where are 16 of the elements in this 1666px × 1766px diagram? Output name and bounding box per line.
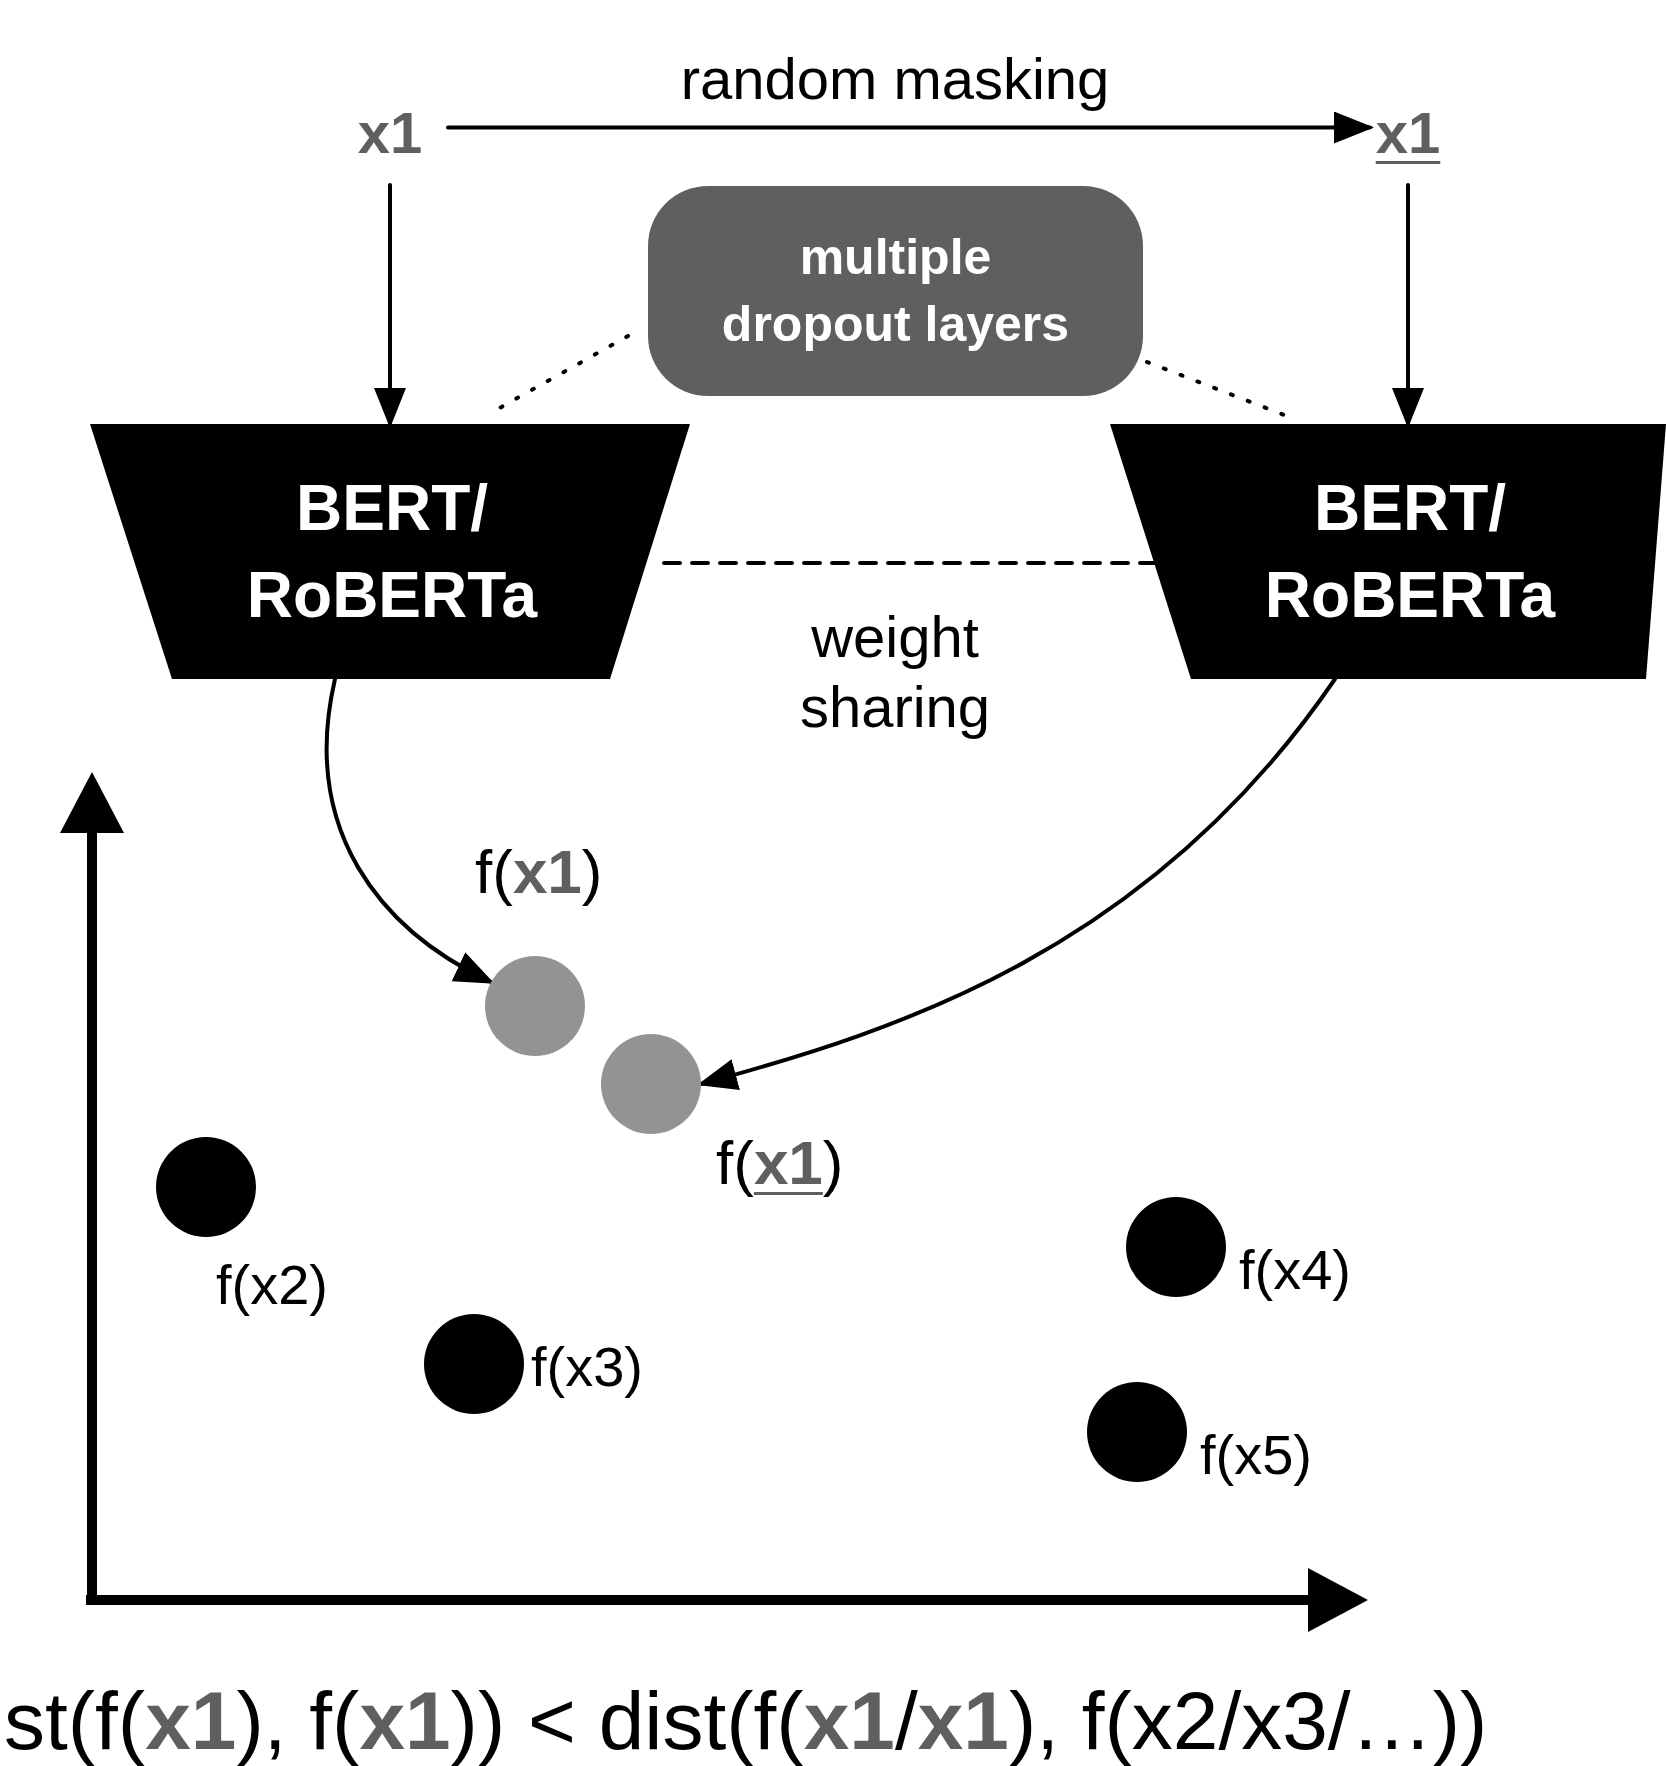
node-label: BERT/ RoBERTa: [1263, 471, 1557, 633]
encoder-trapezoid: [90, 424, 690, 679]
point-label: f(x1): [716, 1127, 844, 1198]
point-label: f(x5): [1200, 1422, 1312, 1487]
point-label: f(x1): [475, 836, 603, 907]
point-label: f(x3): [531, 1334, 643, 1399]
connector-line: [662, 561, 1156, 565]
dropout-box: [648, 186, 1143, 396]
encoder-trapezoid: [1110, 424, 1666, 679]
point-label: f(x4): [1239, 1237, 1351, 1302]
node-label: BERT/ RoBERTa: [245, 471, 539, 633]
input-label: x1: [1375, 99, 1441, 166]
point-label: f(x2): [216, 1252, 328, 1317]
input-label: x1: [357, 99, 423, 166]
arrow: [446, 111, 1374, 144]
node-label: multiple dropout layers: [720, 227, 1071, 354]
